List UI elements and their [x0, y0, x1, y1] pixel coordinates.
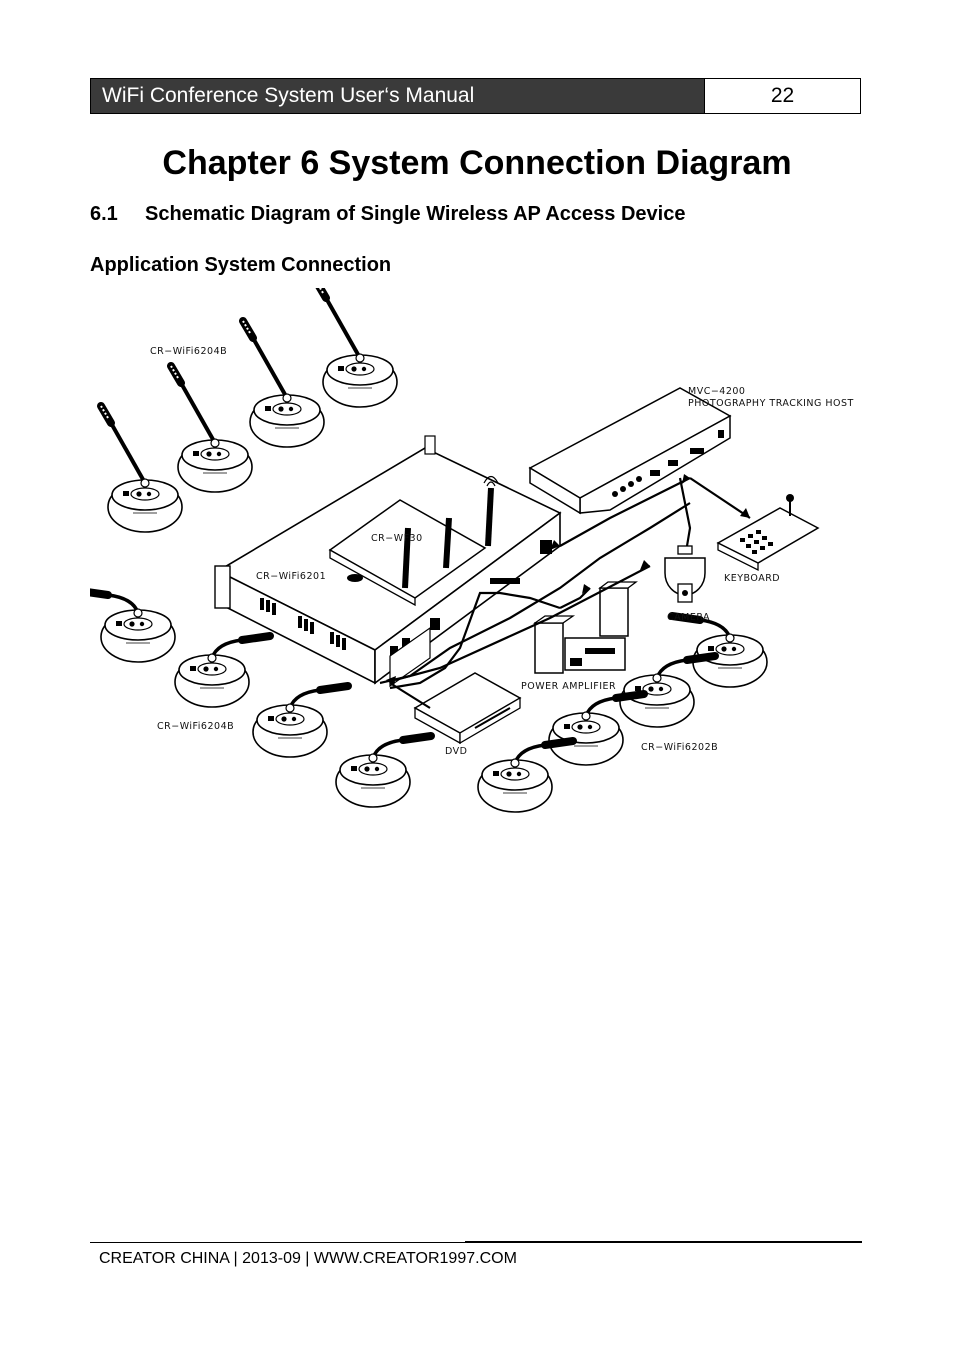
section-title: Schematic Diagram of Single Wireless AP …	[145, 203, 686, 225]
mic-unit-top-1	[101, 406, 183, 533]
dvd-device	[413, 672, 522, 745]
mic-unit-top-3	[243, 321, 325, 448]
label-dvd: DVD	[445, 746, 467, 757]
mic-unit-left-4	[335, 736, 431, 808]
cables	[379, 477, 751, 709]
subsection-heading: Application System Connection	[90, 254, 392, 276]
label-mic-right: CR−WiFi6202B	[641, 742, 718, 753]
page-header: WiFi Conference System User‘s Manual 22	[90, 78, 861, 114]
label-tracking-model: MVC−4200	[688, 386, 745, 397]
label-host: CR−WiFi6201	[256, 571, 326, 582]
section-heading: 6.1 Schematic Diagram of Single Wireless …	[90, 203, 685, 226]
tracking-host	[528, 387, 732, 515]
manual-title: WiFi Conference System User‘s Manual	[91, 79, 704, 113]
mic-unit-right-1	[672, 616, 768, 688]
page-footer: CREATOR CHINA | 2013-09 | WWW.CREATOR199…	[99, 1250, 517, 1267]
mic-unit-left-3	[252, 686, 348, 758]
page-number: 22	[704, 79, 860, 113]
mic-unit-top-4	[316, 288, 398, 408]
label-camera: CAMERA	[667, 612, 710, 623]
mic-unit-left-1	[90, 591, 176, 663]
label-mic-top: CR−WiFi6204B	[150, 346, 227, 357]
keyboard-device	[716, 494, 820, 572]
footer-rule	[90, 1241, 862, 1243]
label-amplifier: POWER AMPLIFIER	[521, 681, 616, 692]
section-number: 6.1	[90, 203, 118, 225]
chapter-title: Chapter 6 System Connection Diagram	[162, 144, 792, 182]
mic-unit-left-2	[174, 636, 270, 708]
camera-device	[664, 545, 706, 603]
label-tracking-name: PHOTOGRAPHY TRACKING HOST	[688, 398, 854, 409]
label-mic-left: CR−WiFi6204B	[157, 721, 234, 732]
label-ap: CR−WF30	[371, 533, 423, 544]
connection-diagram: CR−WiFi6204B MVC−4200 PHOTOGRAPHY TRACKI…	[90, 288, 854, 813]
power-amplifier	[532, 581, 638, 674]
mic-unit-top-2	[171, 366, 253, 493]
label-keyboard: KEYBOARD	[724, 573, 780, 584]
ap-device	[328, 475, 499, 607]
cable-arrows	[386, 474, 750, 686]
